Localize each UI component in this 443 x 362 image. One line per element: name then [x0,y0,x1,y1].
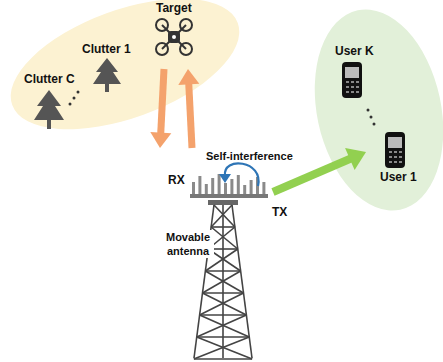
self-interference-arrow [219,163,259,186]
object-label: Clutter C [24,72,75,86]
base-station: RX TX Movable antenna [160,150,295,362]
antenna-array [190,174,268,198]
annotation-label: Self-interference [206,150,293,163]
sensing-region [0,0,256,156]
object-label: User 1 [380,170,417,184]
ellipsis-dots [367,109,376,126]
signal-arrow [150,69,171,148]
scene-object: Target [146,1,202,63]
user-region [297,0,443,223]
scene-object: User 1 [372,130,424,186]
object-label: User K [335,44,374,58]
ellipsis-dots [69,91,80,106]
object-label: Movable antenna [162,230,214,258]
tree-icon [93,58,121,92]
signal-arrow [178,69,199,148]
scene-object: Clutter 1 [76,42,136,94]
tower [194,200,252,359]
scene-object: Clutter C [18,72,80,132]
object-label: TX [272,205,287,219]
object-label: Target [156,1,192,15]
object-label: RX [168,173,185,187]
phone-icon [385,132,405,168]
drone-icon [156,19,192,55]
scene-object: User K [326,44,382,100]
phone-icon [342,62,362,98]
object-label: Clutter 1 [82,42,131,56]
tree-icon [34,90,64,129]
